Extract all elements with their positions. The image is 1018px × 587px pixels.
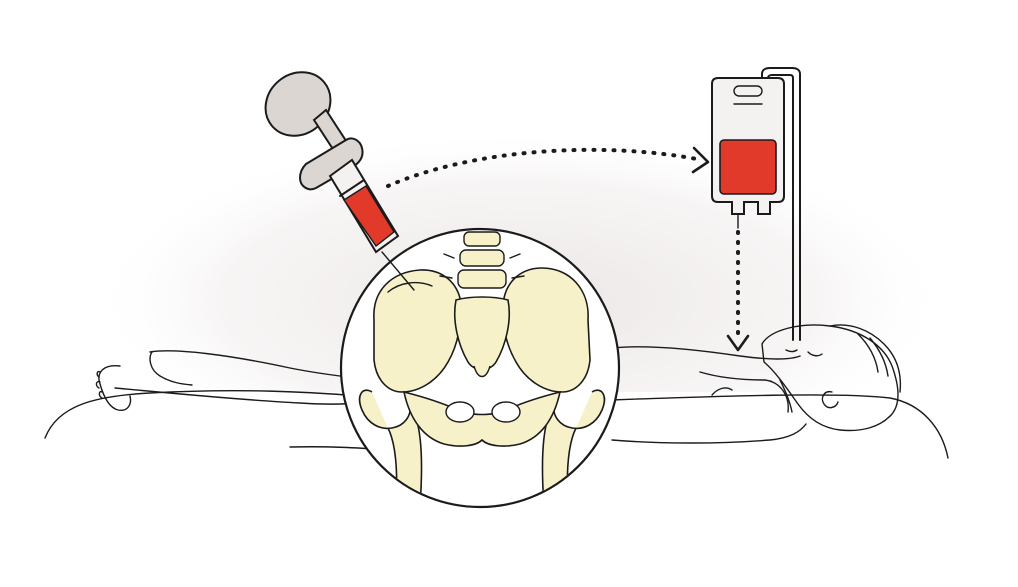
arrow-harvest-head	[691, 146, 710, 174]
bag-hanger-slot	[733, 85, 763, 97]
right-obturator-foramen	[491, 401, 521, 423]
syringe-stopper	[339, 179, 365, 197]
blood-bag-icon	[711, 67, 801, 341]
pelvis-bone-icon	[358, 231, 606, 506]
arrow-infuse-head	[726, 334, 750, 352]
coccyx	[473, 365, 491, 378]
iliac-crest-detail	[387, 281, 433, 293]
patient-chest-line	[711, 387, 733, 396]
patient-torso-bottom	[611, 423, 807, 444]
magnifier-lens	[339, 227, 621, 509]
dotted-arrow-down-icon	[726, 230, 750, 352]
iv-stand-pole	[761, 67, 801, 341]
lumbar-vertebrae	[439, 231, 525, 289]
patient-hair	[829, 324, 902, 393]
syringe-icon	[264, 71, 415, 291]
patient-arm	[699, 371, 789, 413]
reclining-patient-icon	[95, 324, 902, 444]
sacrum	[453, 296, 511, 371]
left-obturator-foramen	[445, 401, 475, 423]
syringe-blood-fill	[343, 185, 395, 248]
syringe-needle	[381, 251, 415, 291]
patient-toes	[95, 370, 103, 399]
patient-torso-top	[611, 346, 801, 360]
patient-mouth	[785, 349, 798, 353]
mattress-right-outline	[609, 394, 949, 459]
patient-left-foot	[149, 351, 193, 386]
bag-blood-fill	[719, 139, 777, 195]
patient-ear	[821, 390, 839, 409]
iv-stand-pole-inner	[767, 74, 794, 341]
patient-neck	[779, 379, 793, 413]
dotted-arrow-right-icon	[386, 146, 710, 188]
patient-right-foot	[98, 365, 132, 411]
patient-eye	[807, 351, 823, 357]
